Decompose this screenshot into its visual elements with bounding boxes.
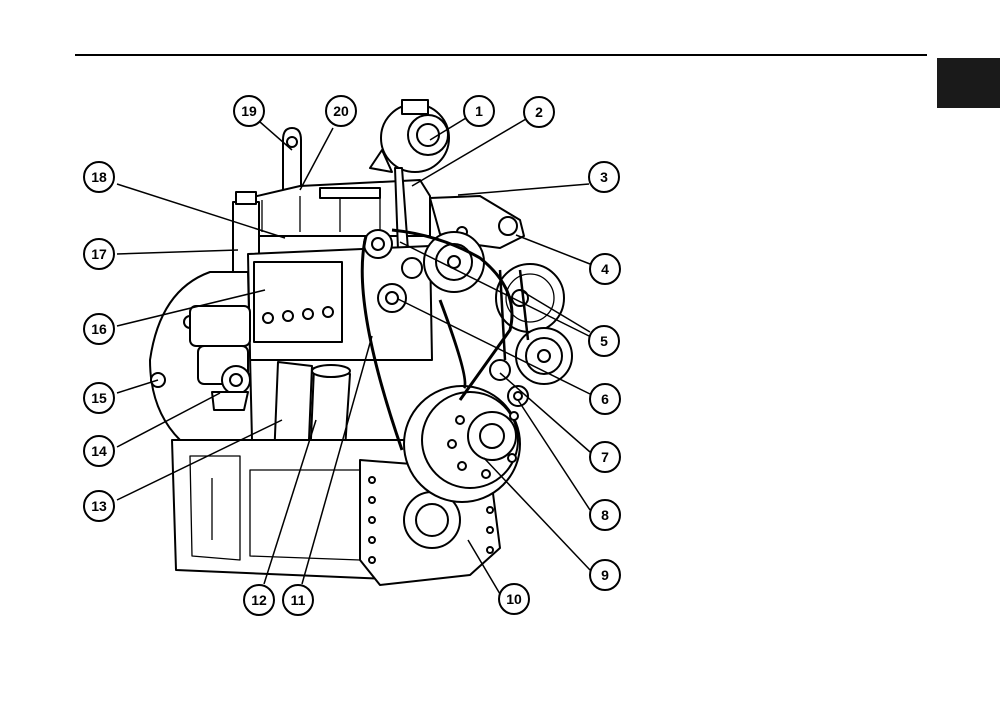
callout-13: 13 xyxy=(83,490,115,522)
callout-2-label: 2 xyxy=(535,104,543,120)
callout-14-label: 14 xyxy=(91,443,107,459)
callout-11-label: 11 xyxy=(291,592,306,608)
callout-18-label: 18 xyxy=(91,169,107,185)
callout-20: 20 xyxy=(325,95,357,127)
callout-4-label: 4 xyxy=(601,261,609,277)
callout-11: 11 xyxy=(282,584,314,616)
callout-3-label: 3 xyxy=(600,169,608,185)
callout-5-label: 5 xyxy=(600,333,608,349)
callout-15: 15 xyxy=(83,382,115,414)
callout-2: 2 xyxy=(523,96,555,128)
callout-16: 16 xyxy=(83,313,115,345)
callout-9: 9 xyxy=(589,559,621,591)
callout-15-label: 15 xyxy=(91,390,107,406)
callout-8-label: 8 xyxy=(601,507,609,523)
callout-3: 3 xyxy=(588,161,620,193)
callout-5: 5 xyxy=(588,325,620,357)
callout-1: 1 xyxy=(463,95,495,127)
callout-12-label: 12 xyxy=(251,592,267,608)
callout-13-label: 13 xyxy=(91,498,107,514)
callout-8: 8 xyxy=(589,499,621,531)
callout-6-label: 6 xyxy=(601,391,609,407)
callout-1-label: 1 xyxy=(475,103,483,119)
callout-19-label: 19 xyxy=(241,103,257,119)
callout-9-label: 9 xyxy=(601,567,609,583)
callout-6: 6 xyxy=(589,383,621,415)
callouts: 1 2 3 4 5 6 7 8 xyxy=(83,95,621,616)
engine-illustration xyxy=(149,99,573,586)
callout-10: 10 xyxy=(498,583,530,615)
callout-12: 12 xyxy=(243,584,275,616)
callout-18: 18 xyxy=(83,161,115,193)
callout-7-label: 7 xyxy=(601,449,609,465)
callout-7: 7 xyxy=(589,441,621,473)
callout-10-label: 10 xyxy=(506,591,522,607)
header-rule xyxy=(75,54,927,56)
callout-20-label: 20 xyxy=(333,103,349,119)
callout-17: 17 xyxy=(83,238,115,270)
callout-16-label: 16 xyxy=(91,321,107,337)
leader-lines xyxy=(116,117,591,595)
callout-17-label: 17 xyxy=(91,246,107,262)
callout-19: 19 xyxy=(233,95,265,127)
callout-4: 4 xyxy=(589,253,621,285)
chapter-tab xyxy=(937,58,1000,108)
callout-14: 14 xyxy=(83,435,115,467)
